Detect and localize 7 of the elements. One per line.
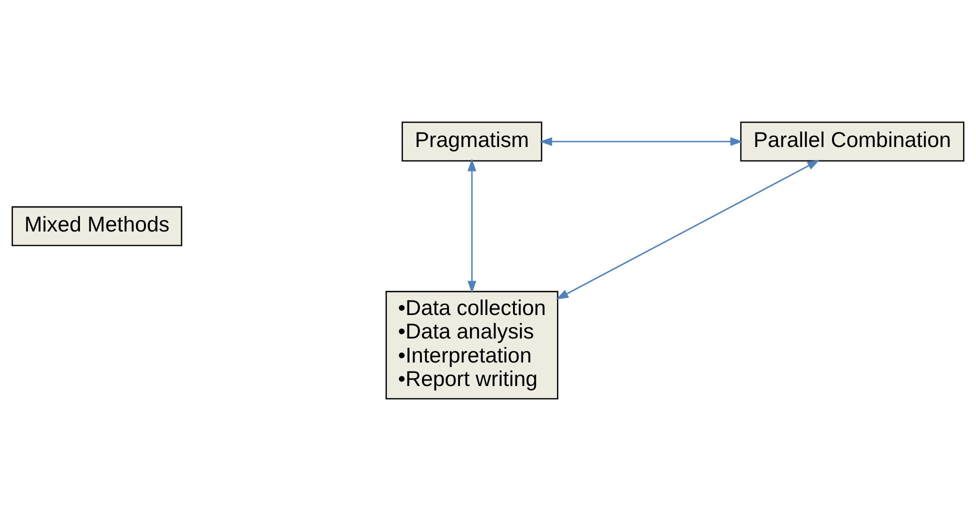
node-box: Mixed Methods bbox=[12, 206, 182, 246]
node-box: Pragmatism bbox=[402, 122, 542, 162]
arrow bbox=[468, 158, 476, 294]
arrow bbox=[556, 160, 820, 300]
arrow bbox=[540, 137, 743, 146]
node-box: •Data collection •Data analysis •Interpretation •Report writing bbox=[386, 290, 558, 400]
node-box: Parallel Combination bbox=[740, 122, 964, 162]
